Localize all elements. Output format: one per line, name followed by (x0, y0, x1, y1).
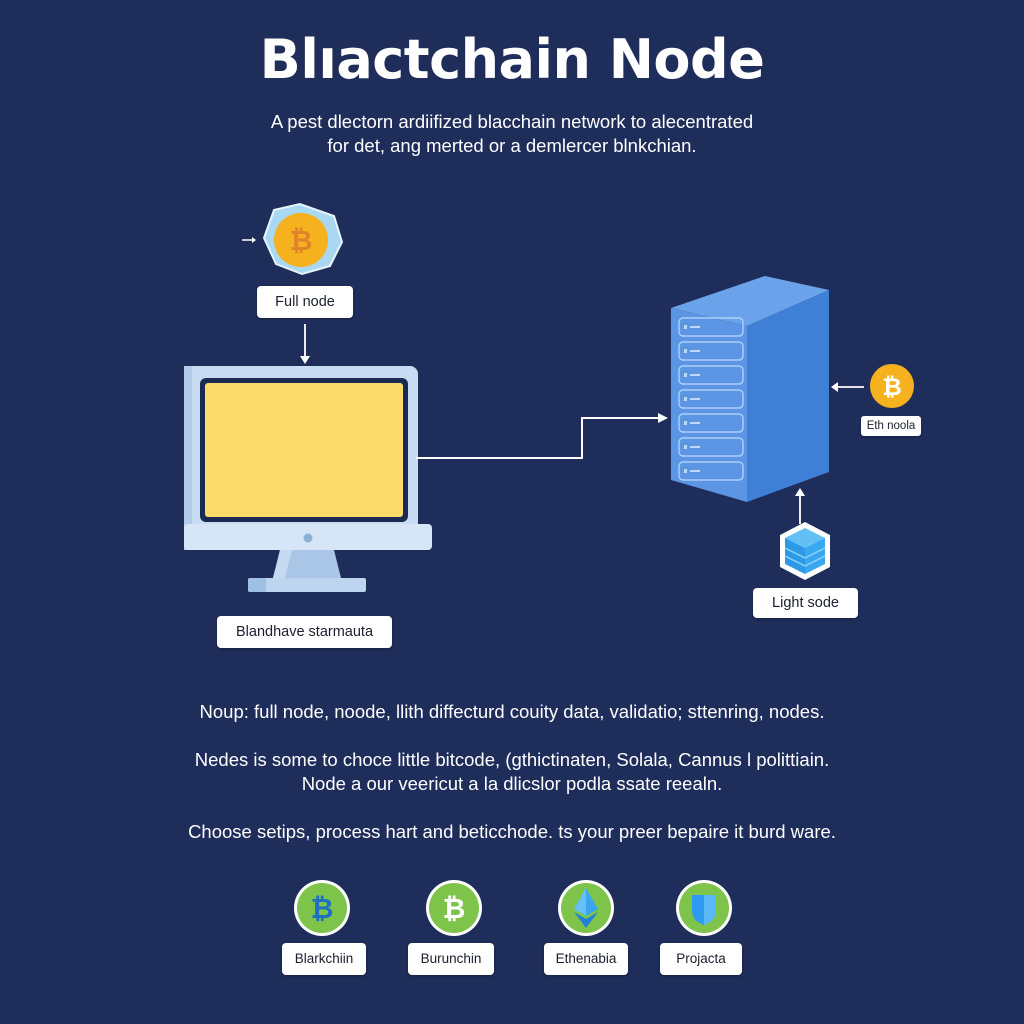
page-title: Blıactchain Node (259, 28, 765, 91)
ethereum-icon (558, 880, 614, 936)
bitcoin-coin-icon: ₿ (870, 364, 914, 408)
chain-label-3: Ethenabia (544, 943, 628, 975)
arrow-down-icon (300, 324, 310, 364)
svg-text:₿: ₿ (311, 892, 334, 925)
full-node-label: Full node (257, 286, 353, 318)
bitcoin-blue-icon: ₿ (294, 880, 350, 936)
server-tower-icon (671, 276, 829, 502)
body-paragraph-2-line: Nedes is some to choce little bitcode, (… (194, 749, 830, 770)
light-node-label: Light sode (753, 588, 858, 618)
body-paragraph-2: Nedes is some to choce little bitcode, (… (0, 748, 1024, 796)
desktop-monitor-icon (184, 366, 432, 592)
chain-label-1: Blarkchiin (282, 943, 366, 975)
shield-icon (676, 880, 732, 936)
server-drive-bays (678, 317, 744, 481)
body-paragraph-2-line: Node a our veericut a la dlicslor podla … (301, 773, 723, 794)
bitcoin-white-icon: ₿ (426, 880, 482, 936)
body-paragraph-1: Noup: full node, noode, llith diffecturd… (199, 701, 825, 722)
chain-label-2: Burunchin (408, 943, 494, 975)
computer-label: Blandhave starmauta (217, 616, 392, 648)
svg-text:₿: ₿ (882, 373, 902, 401)
eth-node-label: Eth noola (861, 416, 921, 436)
arrow-right-icon (242, 237, 256, 243)
arrow-up-icon (795, 488, 805, 524)
full-node-icon-group: ₿ (242, 202, 344, 276)
arrow-left-icon (831, 382, 864, 392)
page-subtitle: A pest dlectorn ardiifized blacchain net… (0, 110, 1024, 158)
svg-text:₿: ₿ (290, 224, 313, 257)
bitcoin-coin-icon: ₿ (262, 202, 344, 276)
svg-text:₿: ₿ (443, 892, 466, 925)
subtitle-line: A pest dlectorn ardiifized blacchain net… (270, 111, 754, 132)
body-paragraph-3: Choose setips, process hart and beticcho… (188, 821, 836, 842)
chain-label-4: Projacta (660, 943, 742, 975)
eth-node-icon-group: ₿ (831, 364, 914, 408)
cube-stack-icon (780, 522, 830, 580)
subtitle-line: for det, ang merted or a demlercer blnkc… (327, 135, 697, 156)
connector-arrow (416, 413, 668, 459)
